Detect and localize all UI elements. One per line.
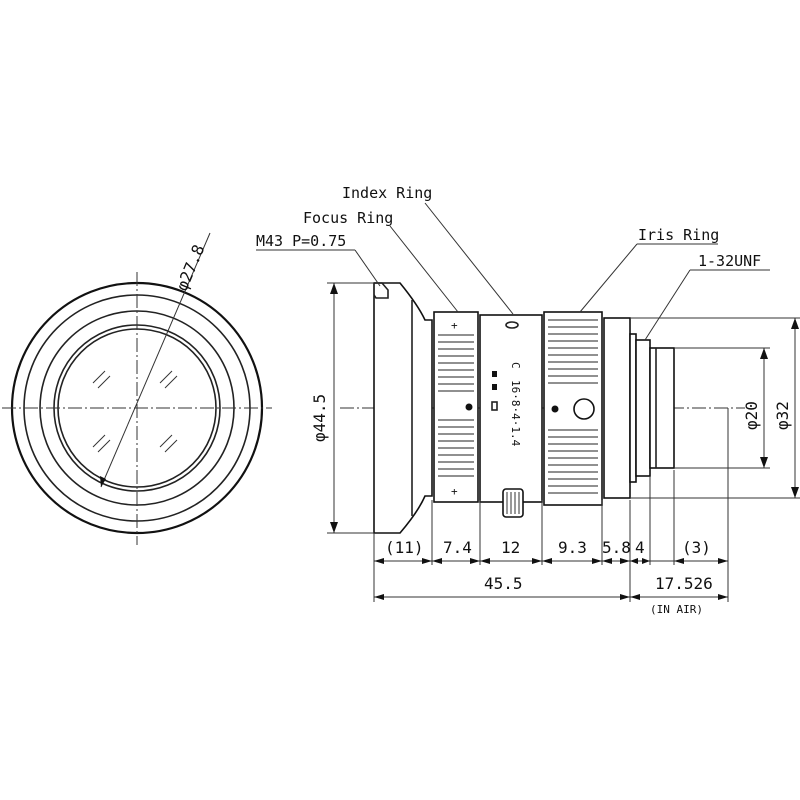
index-ring-label: Index Ring [342,184,432,202]
rear-thread-leader [644,269,691,341]
front-barrel-notch [373,282,389,299]
c-mount-thread [649,347,675,469]
dim-segment-2: 7.4 [443,538,472,557]
front-diameter-arrow [100,476,106,487]
iris-scale: 16·8·4·1.4 [509,380,522,447]
lock-screw [502,488,524,518]
front-diameter-line [100,232,211,488]
c-mount-flange [635,339,651,477]
overall-length-dim: 45.5 [484,574,523,593]
glass-reflection-marks [92,370,178,453]
iris-ring-leader [579,243,638,313]
back-focus-note: (IN AIR) [650,603,703,616]
rear-body [603,317,631,499]
mount-thread-leader [354,249,381,287]
dim-segment-3: 12 [501,538,520,557]
dim-segment-7: (3) [682,538,711,557]
dim-segment-5: 5.8 [602,538,631,557]
front-view: φ27.8 [2,232,272,545]
dim-segment-4: 9.3 [558,538,587,557]
index-ring-top-mark [505,321,519,329]
iris-ring-dot [551,405,559,413]
side-view: + + C 16·8·4·1.4 [256,184,800,616]
back-focus-dim: 17.526 [655,574,713,593]
iris-scale-c: C [509,362,522,369]
index-mark-1 [492,371,497,377]
index-mark-3 [491,401,498,411]
index-ring-leader [424,202,514,315]
dim-segment-1: (11) [385,538,424,557]
focus-ring-leader [389,225,459,313]
focus-ring-dot [465,403,473,411]
focus-ring-label: Focus Ring [303,209,393,227]
mount-thread-label: M43 P=0.75 [256,232,346,250]
focus-ring-top-mark: + [451,319,458,332]
front-diameter-dim: φ44.5 [310,394,329,442]
index-ring [479,314,543,503]
segment-arrows [374,558,728,564]
rear-thread-label: 1-32UNF [698,252,761,270]
rear-step [629,333,637,483]
index-mark-2 [492,384,497,390]
focus-ring-knurl [438,334,474,477]
focus-ring-bottom-mark: + [451,485,458,498]
rear-outer-diameter-dim: φ32 [773,401,792,430]
iris-ring-knurl [548,319,598,494]
iris-ring-label: Iris Ring [638,226,719,244]
dim-segment-6: 4 [635,538,645,557]
iris-lock-screw [573,398,595,420]
rear-inner-diameter-dim: φ20 [742,401,761,430]
front-diameter-label: φ27.8 [172,242,208,294]
front-barrel [373,282,433,534]
